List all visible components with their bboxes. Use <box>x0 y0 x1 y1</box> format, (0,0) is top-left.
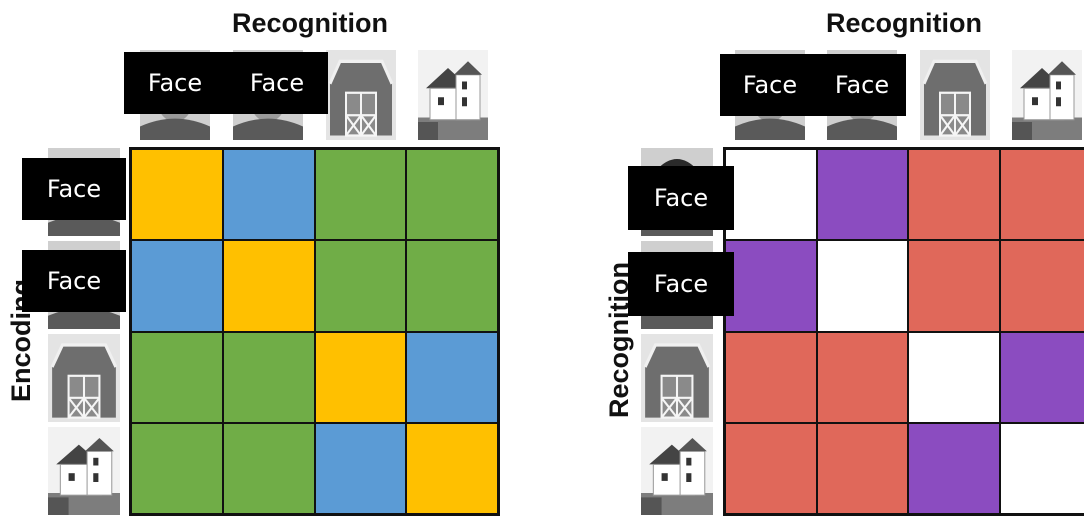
matrix-cell <box>406 240 498 332</box>
left-matrix <box>129 147 500 516</box>
matrix-cell <box>725 422 817 514</box>
matrix-cell <box>406 331 498 423</box>
barn-image <box>920 50 990 140</box>
matrix-cell <box>222 331 315 423</box>
house-image <box>1012 50 1082 140</box>
face-label-box: Face <box>628 166 734 230</box>
right-matrix <box>723 147 1084 516</box>
matrix-cell <box>314 331 407 423</box>
left-top-title: Recognition <box>232 8 388 38</box>
matrix-cell <box>131 149 223 241</box>
matrix-cell <box>816 240 908 332</box>
face-label-box: Face <box>124 52 226 114</box>
face-label-box: Face <box>226 52 328 114</box>
matrix-cell <box>222 240 315 332</box>
matrix-cell <box>314 240 407 332</box>
right-top-title: Recognition <box>826 8 982 38</box>
matrix-cell <box>908 422 1000 514</box>
house-image <box>48 427 120 515</box>
matrix-cell <box>816 422 908 514</box>
matrix-cell <box>131 240 223 332</box>
matrix-cell <box>131 331 223 423</box>
barn-image <box>641 334 713 422</box>
house-image <box>418 50 488 140</box>
matrix-cell <box>816 331 908 423</box>
matrix-cell <box>725 331 817 423</box>
face-label-box: Face <box>720 54 820 116</box>
matrix-cell <box>908 331 1000 423</box>
matrix-cell <box>816 149 908 241</box>
matrix-cell <box>999 149 1084 241</box>
matrix-cell <box>406 149 498 241</box>
face-label-box: Face <box>818 54 906 116</box>
matrix-cell <box>314 149 407 241</box>
matrix-cell <box>725 149 817 241</box>
matrix-cell <box>222 422 315 514</box>
matrix-cell <box>908 149 1000 241</box>
barn-image <box>326 50 396 140</box>
matrix-cell <box>222 149 315 241</box>
matrix-cell <box>131 422 223 514</box>
matrix-cell <box>725 240 817 332</box>
matrix-cell <box>999 240 1084 332</box>
matrix-cell <box>314 422 407 514</box>
face-label-box: Face <box>22 250 126 312</box>
face-label-box: Face <box>22 158 126 220</box>
house-image <box>641 427 713 515</box>
matrix-cell <box>406 422 498 514</box>
face-label-box: Face <box>628 252 734 316</box>
matrix-cell <box>999 331 1084 423</box>
barn-image <box>48 334 120 422</box>
matrix-cell <box>908 240 1000 332</box>
matrix-cell <box>999 422 1084 514</box>
